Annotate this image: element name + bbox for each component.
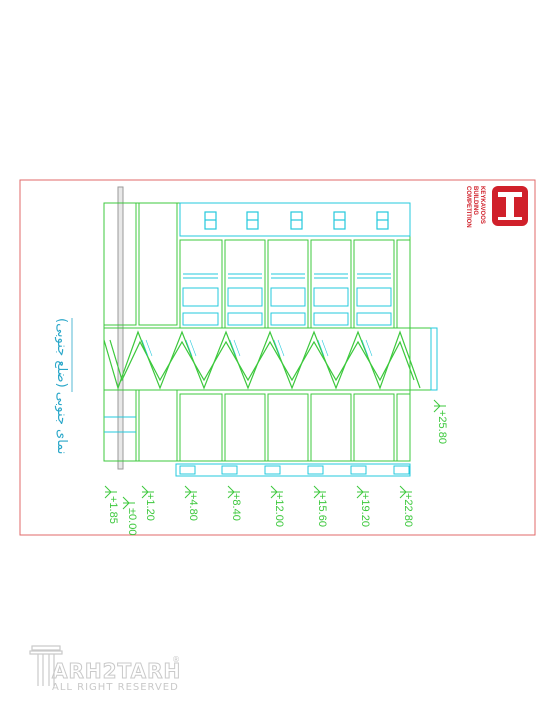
- watermark-registered: ®: [172, 655, 180, 664]
- logo-line-2: BUILDING: [472, 186, 478, 215]
- left-service-blocks: [103, 202, 178, 462]
- bottom-balconies: [175, 463, 411, 477]
- level-label: +1.85: [107, 496, 119, 524]
- stair-zigzag: [103, 330, 421, 390]
- level-label: +15.60: [316, 493, 328, 527]
- level-label: +1.20: [144, 493, 156, 521]
- level-label: +4.80: [187, 493, 199, 521]
- upper-strip: [179, 202, 411, 237]
- level-labels: +1.85 ±0.00 +1.20 +4.80 +8.40 +12.00 +15…: [107, 410, 448, 535]
- lower-units: [179, 393, 411, 462]
- upper-units: [179, 239, 411, 329]
- level-markers: [104, 399, 446, 510]
- watermark-column-icon: [29, 645, 63, 686]
- corridor-end: [430, 327, 438, 391]
- drawing-frame: [19, 179, 536, 536]
- stair-treads: [141, 339, 373, 357]
- level-label: +19.20: [359, 493, 371, 527]
- competition-logo: KEYKAVOOS BUILDING COMPETITION: [465, 186, 528, 228]
- logo-line-3: COMPETITION: [465, 186, 471, 228]
- level-label: +12.00: [273, 493, 285, 527]
- watermark-brand: ARH2TARH: [52, 659, 181, 683]
- building-plan: [103, 186, 438, 477]
- logo-line-1: KEYKAVOOS: [479, 186, 485, 224]
- level-label: ±0.00: [126, 508, 138, 535]
- level-label: +8.40: [230, 493, 242, 521]
- watermark-tagline: ALL RIGHT RESERVED: [52, 682, 179, 693]
- upper-unit-details: [182, 273, 392, 326]
- level-label: +25.80: [436, 410, 448, 444]
- level-label: +22.80: [402, 493, 414, 527]
- logo-glyph-icon: [498, 192, 522, 220]
- drawing-title: نمای جنوبی (ضلع جنوبی): [54, 318, 69, 454]
- watermark: ARH2TARH ® ALL RIGHT RESERVED: [29, 645, 181, 693]
- building-outline: [103, 202, 411, 462]
- top-windows: [204, 211, 389, 230]
